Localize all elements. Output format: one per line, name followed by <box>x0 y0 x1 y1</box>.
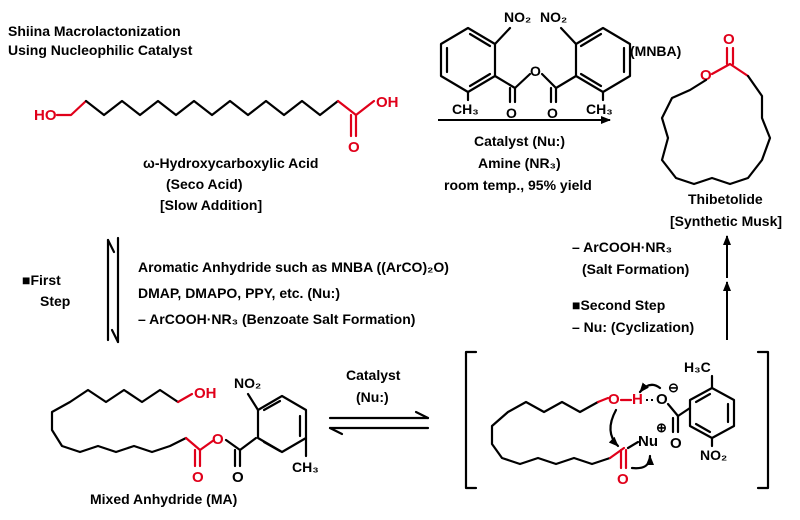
seco-ho-label: HO <box>34 107 57 124</box>
bottom-eq-head-left <box>328 426 344 436</box>
mnba-right-ring-db2 <box>579 32 603 48</box>
mnba-no2-left: NO₂ <box>504 9 531 25</box>
second-step-label: ■Second Step <box>572 297 665 313</box>
ma-macro-chain <box>50 388 188 454</box>
product-o-carbonyl: O <box>723 31 735 48</box>
seco-acid-group <box>336 99 376 117</box>
product-ring <box>660 74 772 186</box>
mnba-left-ring <box>439 26 497 94</box>
mnba-left-no2-bond <box>493 26 512 46</box>
ma-ester-left <box>184 436 216 452</box>
ma-ring-db3 <box>262 440 282 453</box>
intermediate-o-carbonyl: O <box>617 471 629 488</box>
ma-no2-bond <box>246 392 260 412</box>
first-step-label-2: Step <box>40 293 70 309</box>
mnba-o-left: O <box>506 105 517 121</box>
intermediate-structure: O H O ⊖ O Nu ⊕ O H₃C NO₂ <box>464 350 770 490</box>
seco-acid-structure: HO O OH <box>34 94 399 156</box>
seco-acid-name: ω-Hydroxycarboxylic Acid <box>143 155 318 171</box>
first-step-line-3: – ArCOOH·NR₃ (Benzoate Salt Formation) <box>138 311 415 327</box>
intermediate-o-minus: O <box>656 391 668 408</box>
ma-o-bridge: O <box>212 431 224 448</box>
intermediate-plus-charge: ⊕ <box>656 420 667 435</box>
bottom-eq-head-right <box>414 410 430 420</box>
mnba-right-ring <box>574 26 632 94</box>
intermediate-o-acyl: O <box>670 435 682 452</box>
product-note: [Synthetic Musk] <box>670 213 782 229</box>
title-line-2: Using Nucleophilic Catalyst <box>8 42 193 58</box>
thibetolide-structure: O O <box>660 31 772 186</box>
mnba-o-bridge: O <box>530 63 541 79</box>
nu-bond <box>626 440 640 450</box>
mnba-right-carbonyl <box>540 72 578 90</box>
second-step-salt-line-2: (Salt Formation) <box>582 261 689 277</box>
intermediate-o: O <box>608 391 620 408</box>
left-bracket <box>464 350 478 490</box>
int-ring-db3 <box>694 422 712 434</box>
seco-acid-alias: (Seco Acid) <box>166 176 243 192</box>
mnba-o-right: O <box>547 105 558 121</box>
mnba-right-ring-db3 <box>579 72 603 88</box>
first-step-arrowhead-down <box>110 328 120 344</box>
mnba-left-ring-db2 <box>468 72 492 88</box>
ma-oh: OH <box>194 385 217 402</box>
mixed-anhydride-name: Mixed Anhydride (MA) <box>90 491 237 507</box>
ma-no2: NO₂ <box>234 375 261 391</box>
intermediate-nu: Nu <box>638 433 658 450</box>
intermediate-oh-bond <box>596 396 610 404</box>
top-condition-line-1: Catalyst (Nu:) <box>474 133 565 149</box>
first-step-arrowhead-up <box>106 238 116 254</box>
right-bracket <box>756 350 770 490</box>
ma-ester-right <box>224 436 258 452</box>
seco-acid-note: [Slow Addition] <box>160 197 262 213</box>
mnba-structure: NO₂ CH₃ O O O NO₂ CH₃ <box>439 9 632 121</box>
second-step-line-2: – Nu: (Cyclization) <box>572 319 694 335</box>
first-step-line-1: Aromatic Anhydride such as MNBA ((ArCO)₂… <box>138 259 449 275</box>
mnba-no2-right: NO₂ <box>540 9 567 25</box>
seco-acid-o: O <box>348 139 360 156</box>
seco-acid-oh: OH <box>376 94 399 111</box>
curved-arrow-deprotonate <box>638 382 662 394</box>
mnba-left-ring-db3 <box>468 32 492 48</box>
ma-oh-bond <box>176 392 194 404</box>
product-ester <box>710 62 750 78</box>
mnba-label: (MNBA) <box>630 43 681 59</box>
bottom-condition-line-2: (Nu:) <box>356 389 389 405</box>
product-o-ring: O <box>700 67 712 84</box>
mixed-anhydride-structure: OH O O O NO₂ CH₃ <box>50 375 319 486</box>
top-condition-line-2: Amine (NR₃) <box>478 155 561 171</box>
intermediate-h: H <box>632 391 643 408</box>
first-step-line-2: DMAP, DMAPO, PPY, etc. (Nu:) <box>138 285 340 301</box>
intermediate-no2: NO₂ <box>700 447 727 463</box>
mnba-left-carbonyl <box>493 72 532 90</box>
bottom-condition-line-1: Catalyst <box>346 367 401 383</box>
ma-ch3: CH₃ <box>292 459 319 475</box>
curved-arrow-attack <box>608 408 620 448</box>
benzoate-c-ring <box>676 406 692 418</box>
benzoate-c-o1 <box>666 402 680 418</box>
title-line-1: Shiina Macrolactonization <box>8 23 181 39</box>
product-name: Thibetolide <box>688 191 763 207</box>
mnba-ch3-left: CH₃ <box>452 101 479 117</box>
int-ring-db2 <box>694 392 712 404</box>
curved-arrow-release <box>630 454 654 470</box>
ma-o-right: O <box>232 469 244 486</box>
intermediate-ch3: H₃C <box>684 359 711 375</box>
seco-chain-red-start <box>55 99 88 117</box>
mnba-right-no2-bond <box>559 26 578 46</box>
mnba-ch3-right: CH₃ <box>586 101 613 117</box>
top-condition-line-3: room temp., 95% yield <box>444 177 592 193</box>
ma-o-left: O <box>192 469 204 486</box>
intermediate-macro-chain <box>490 400 612 466</box>
seco-chain <box>84 99 340 117</box>
second-step-salt-line-1: – ArCOOH·NR₃ <box>572 239 672 255</box>
intermediate-minus-charge: ⊖ <box>668 380 679 395</box>
ma-ring-db2 <box>262 399 282 412</box>
first-step-label-1: ■First <box>22 272 61 288</box>
